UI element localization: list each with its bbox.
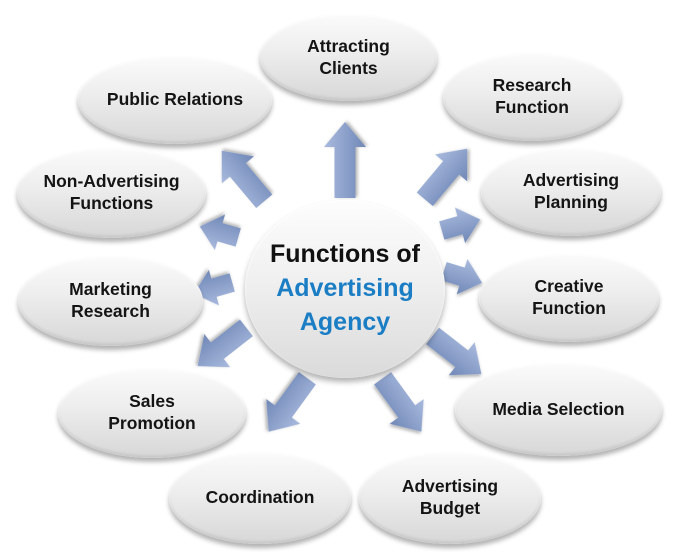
node-label-line: Research <box>492 75 572 96</box>
node-label-line: Creative <box>534 276 604 297</box>
node-label-line: Coordination <box>205 487 315 508</box>
arrow-to-advertising-planning <box>439 207 481 244</box>
node-label-line: Advertising <box>401 476 499 497</box>
arrow-to-creative-function <box>441 259 483 295</box>
arrow-to-attracting-clients <box>324 122 366 198</box>
arrow-to-research-function <box>416 148 468 207</box>
node-label: Media Selection <box>478 399 638 421</box>
arrow-to-coordination <box>266 372 316 432</box>
node-label: Public Relations <box>93 89 257 111</box>
node-label-line: Attracting <box>307 35 390 56</box>
center-title-prefix: Functions of <box>270 240 420 269</box>
arrow-to-sales-promotion <box>197 319 253 368</box>
node-label-line: Planning <box>534 192 608 212</box>
arrow-to-advertising-budget <box>374 372 424 432</box>
node-label-line: Budget <box>419 498 481 518</box>
node-label-line: Research <box>71 301 150 321</box>
node-coordination: Coordination <box>169 452 351 544</box>
node-label-line: Marketing <box>69 279 152 300</box>
node-label-line: Function <box>532 298 606 318</box>
node-media-selection: Media Selection <box>455 363 662 456</box>
arrow-to-media-selection <box>426 327 482 376</box>
node-label-line: Advertising <box>522 170 620 191</box>
node-label-line: Public Relations <box>106 89 244 110</box>
node-label-line: Clients <box>319 57 378 78</box>
arrow-to-marketing-research <box>193 269 235 306</box>
node-label: Coordination <box>192 487 329 509</box>
node-public-relations: Public Relations <box>78 56 272 144</box>
node-label-line: Media Selection <box>492 398 625 419</box>
node-label-line: Sales <box>129 391 175 412</box>
node-label-line: Functions <box>69 193 154 213</box>
arrow-to-public-relations <box>221 150 273 209</box>
node-label-line: Non-Advertising <box>43 171 180 192</box>
arrow-to-non-advertising-functions <box>199 214 241 251</box>
center-hub: Functions of Advertising Agency <box>245 200 445 378</box>
node-label-line: Function <box>495 97 569 117</box>
node-label-line: Promotion <box>108 413 196 433</box>
center-title: Functions of Advertising Agency <box>260 238 430 339</box>
center-title-highlight: Advertising Agency <box>276 274 414 336</box>
